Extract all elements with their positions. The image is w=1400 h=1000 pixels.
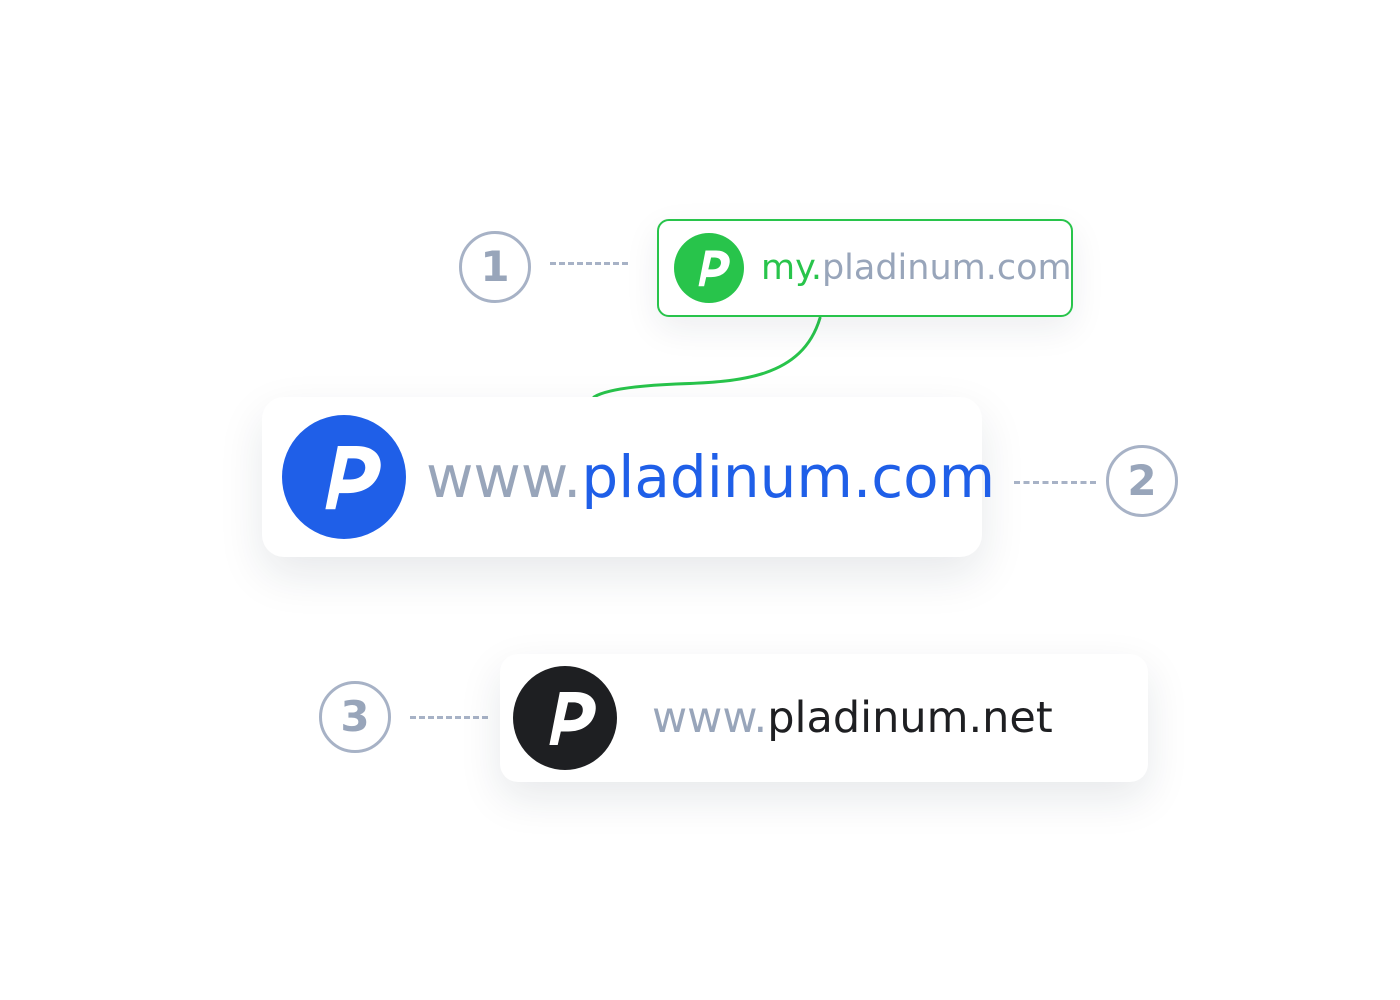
step-1-dashed-line: [550, 262, 628, 265]
domain-main: pladinum.net: [767, 692, 1053, 743]
black-p-logo-icon: [513, 666, 617, 770]
my-pladinum-domain-card[interactable]: my.pladinum.com: [657, 219, 1073, 317]
step-2-dashed-line: [1014, 481, 1096, 484]
www-pladinum-com-domain-text: www.pladinum.com: [426, 448, 995, 506]
blue-p-logo-icon: [282, 415, 406, 539]
step-1-number: 1: [459, 231, 531, 303]
my-pladinum-domain-text: my.pladinum.com: [761, 247, 1072, 288]
domain-main: pladinum.com: [821, 247, 1072, 288]
domain-prefix: www.: [426, 443, 582, 511]
domain-prefix: my.: [761, 247, 822, 288]
step-3-number: 3: [319, 681, 391, 753]
step-2-number: 2: [1106, 445, 1178, 517]
green-p-logo-icon: [674, 233, 744, 303]
www-pladinum-com-domain-card[interactable]: www.pladinum.com: [262, 397, 995, 557]
www-pladinum-net-domain-text: www.pladinum.net: [652, 696, 1053, 740]
domain-main: pladinum.com: [581, 443, 996, 511]
www-pladinum-net-domain-card[interactable]: www.pladinum.net: [500, 654, 1148, 782]
domain-prefix: www.: [652, 692, 768, 743]
step-3-dashed-line: [410, 716, 488, 719]
